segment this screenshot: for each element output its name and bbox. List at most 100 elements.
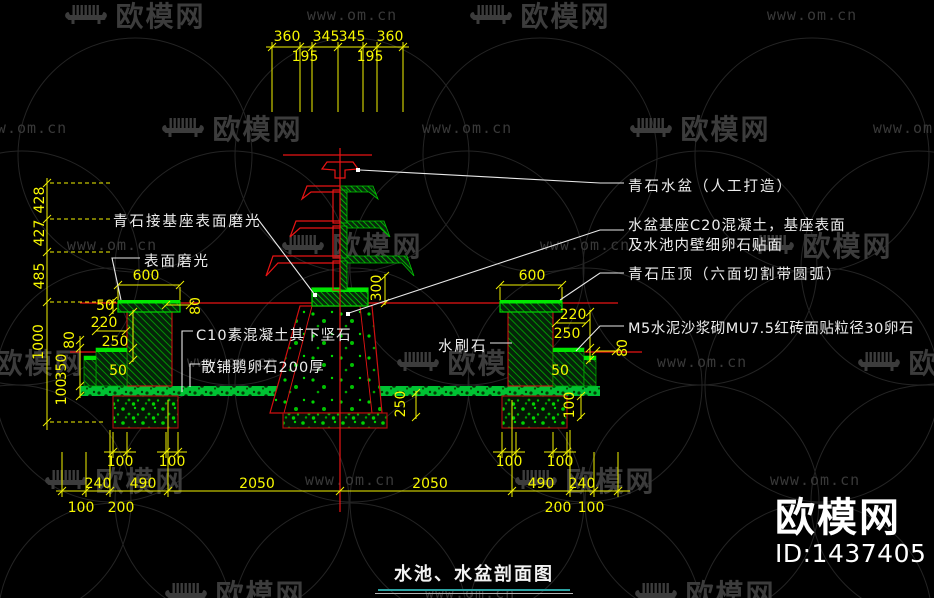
model-id: ID:1437405 [775,539,927,568]
dim-label: 360 [376,29,404,45]
watermark-circle [17,37,253,273]
watermark-logo-text: 欧模网 [802,230,893,263]
sofa-icon [635,583,677,598]
dim-label: 100 [546,454,574,470]
watermark-url: www.om.cn [539,236,631,254]
dim-label: 220 [90,315,118,331]
sofa-icon [515,470,557,489]
watermark-circle [0,384,132,598]
dim-label: 240 [568,476,596,492]
dim-label: 427 [32,219,48,247]
label-basin-base-1: 水盆基座C20混凝土，基座表面 [628,218,846,234]
watermark-circle [584,384,820,598]
watermark-logo-text: 欧模网 [685,578,776,598]
dim-label: 100 [67,500,95,516]
drawing-title-block: 水池、水盆剖面图 [374,560,574,594]
label-pebble-bed: 散铺鹅卵石200厚 [201,360,325,376]
dim-label: 345 [338,29,366,45]
title-underline [378,589,570,591]
watermark-logo: 欧模网 [469,0,610,35]
dim-label: 240 [84,476,112,492]
watermark-logo: 欧模网 [629,108,770,148]
watermark-circle [0,502,231,598]
site-brand-block: 欧模网 ID:1437405 [775,497,926,568]
watermark-logo-text: 欧模网 [680,113,771,146]
watermark-circle [422,37,658,273]
watermark-logo: 欧模网 [161,108,302,148]
watermark-url: www.om.cn [766,6,858,24]
dim-label: 250 [393,390,409,418]
dim-label: 345 [312,29,340,45]
title-underline-secondary [375,593,573,594]
dim-label: 80 [188,297,204,315]
watermark-logo: 欧模网 [634,573,775,598]
watermark-logo-text: 欧模网 [212,113,303,146]
sofa-icon [165,583,207,598]
dim-label: 2050 [412,476,448,492]
watermark-logo-text: 欧模网 [520,0,611,33]
watermark-logo-text: 欧模网 [215,578,306,598]
dim-label: 220 [559,307,587,323]
dim-label: 195 [291,49,319,65]
watermark-circle [234,502,466,598]
watermark-logo-text: 欧模网 [908,347,934,380]
watermark-circle [810,384,934,598]
fountain-section-cut [340,185,415,291]
watermark-url: www.om.cn [421,119,513,137]
watermark-logo-text: 欧模网 [0,347,85,380]
dim-label: 200 [107,500,135,516]
watermark-url: www.om.cn [872,119,934,137]
watermark-url: www.om.cn [186,353,278,371]
watermark-circle [234,37,470,273]
watermark-url: www.om.cn [424,584,516,598]
dim-label: 100 [54,378,70,406]
dim-label: 50 [109,363,127,379]
watermark-logo: 欧模网 [751,225,892,265]
dim-label: 100 [495,454,523,470]
dim-label: 250 [101,334,129,350]
label-granitic-plaster: 水刷石 [438,339,488,355]
dim-label: 200 [544,500,572,516]
label-m5-mortar: M5水泥沙浆砌MU7.5红砖面贴粒径30卵石 [628,321,914,337]
label-stone-basin: 青石水盆（人工打造） [628,179,793,195]
watermark-logo: 欧模网 [514,460,655,500]
label-stone-coping: 青石压顶（六面切割带圆弧） [628,267,843,283]
site-name: 欧模网 [775,495,901,541]
dim-label: 350 [54,353,70,381]
sofa-icon [282,235,324,254]
fountain-profile [265,185,340,291]
watermark-circle [114,384,350,598]
dim-label: 360 [273,29,301,45]
watermark-url: www.om.cn [0,119,68,137]
watermark-url: www.om.cn [306,6,398,24]
watermark-logo: 欧模网 [64,0,205,35]
dim-label: 100 [158,454,186,470]
watermark-logo-text: 欧模网 [565,465,656,498]
watermark-circle [349,384,585,598]
dim-label: 300 [369,274,385,302]
watermark-circle [469,502,701,598]
sofa-icon [45,470,87,489]
dim-label: 490 [527,476,555,492]
dim-label: 600 [132,268,160,284]
dim-label: 600 [518,268,546,284]
dim-label: 50 [551,363,569,379]
dim-label: 1000 [31,324,47,360]
dim-label: 195 [356,49,384,65]
watermark-url: www.om.cn [656,353,748,371]
watermark-logo: 欧模网 [0,342,85,382]
sofa-icon [630,118,672,137]
dim-label: 485 [32,262,48,290]
dim-label: 428 [32,186,48,214]
dim-label: 50 [96,298,114,314]
dim-label: 80 [62,331,78,349]
watermark-url: www.om.cn [769,471,861,489]
sofa-icon [65,5,107,24]
dim-label: 250 [553,326,581,342]
dim-label: 100 [106,454,134,470]
watermark-logo-text: 欧模网 [115,0,206,33]
watermark-circle [699,502,931,598]
